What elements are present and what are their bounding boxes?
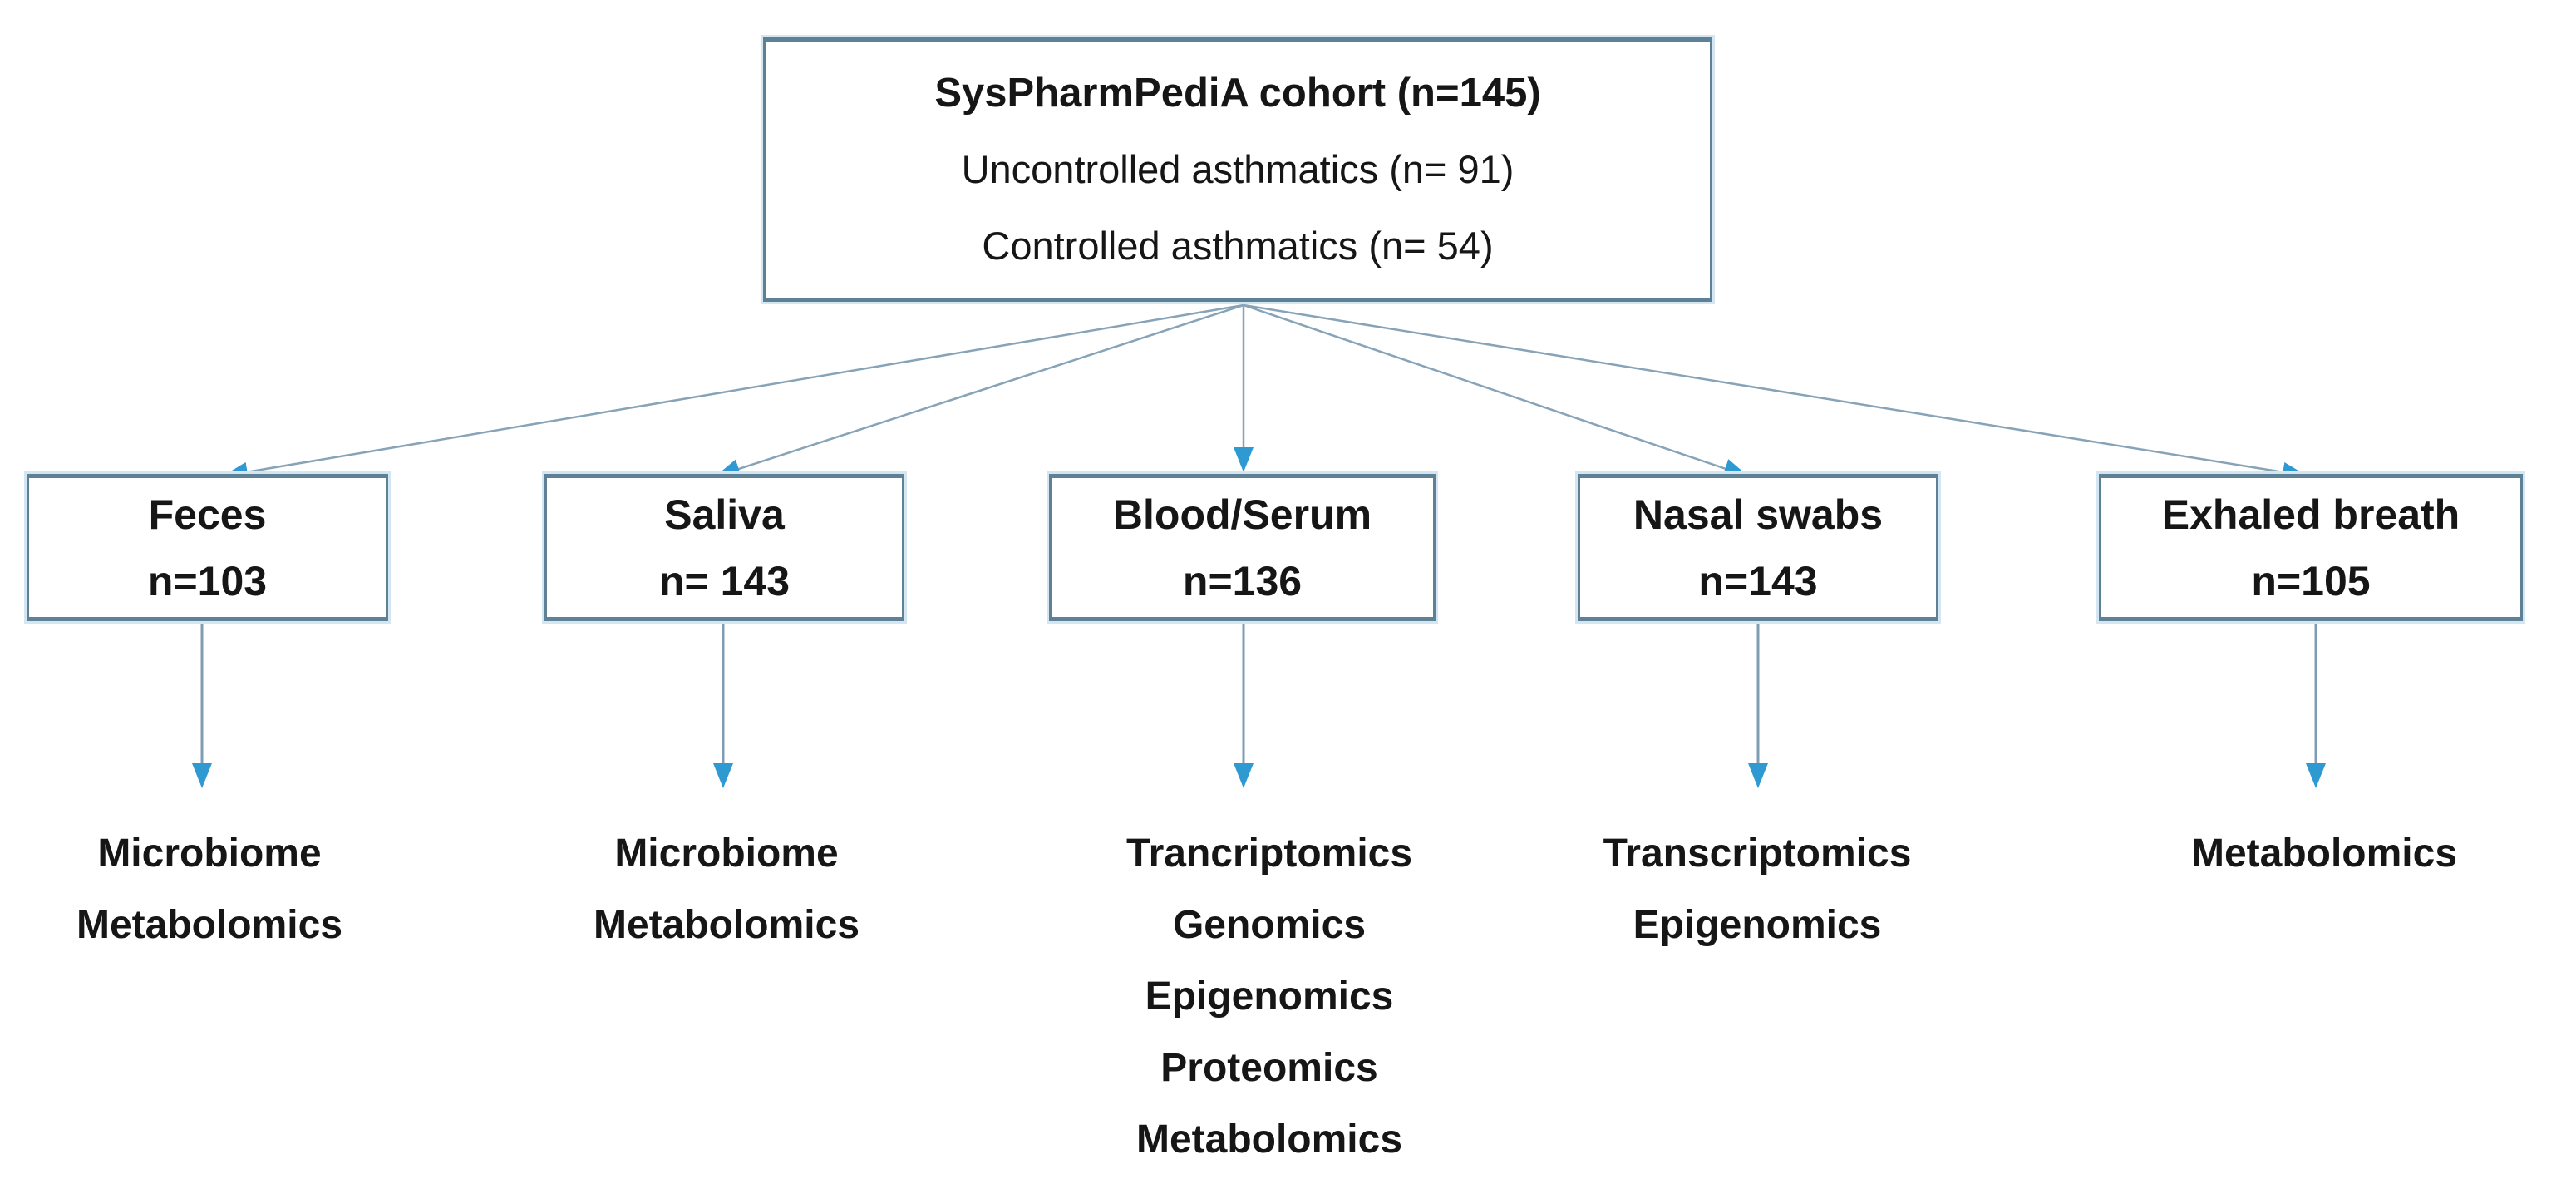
cohort-title: SysPharmPediA cohort (n=145) — [934, 71, 1541, 116]
assay-item: Genomics — [1172, 903, 1367, 947]
fan-arrow-saliva — [715, 303, 1244, 479]
assay-item: Epigenomics — [1145, 974, 1394, 1019]
assay-list-feces: Microbiome Metabolomics — [2, 818, 417, 961]
cohort-subtitle-2: Controlled asthmatics (n= 54) — [982, 224, 1494, 268]
sample-label: Saliva — [664, 491, 785, 538]
assay-item: Transcriptomics — [1603, 831, 1912, 876]
cohort-box: SysPharmPediA cohort (n=145) Uncontrolle… — [763, 37, 1712, 302]
sample-box-nasal-swabs: Nasal swabs n=143 — [1578, 474, 1938, 621]
assay-list-saliva: Microbiome Metabolomics — [519, 818, 934, 961]
sample-count: n=143 — [1698, 557, 1818, 604]
sample-count: n= 143 — [658, 557, 791, 604]
sample-label: Feces — [148, 491, 267, 538]
assay-item: Proteomics — [1160, 1046, 1378, 1090]
assay-item: Microbiome — [97, 831, 322, 876]
assay-item: Metabolomics — [593, 903, 860, 947]
assay-item: Metabolomics — [76, 903, 343, 947]
cohort-subtitle-1: Uncontrolled asthmatics (n= 91) — [961, 147, 1515, 191]
sample-count: n=105 — [2251, 557, 2371, 604]
assay-item: Trancriptomics — [1125, 831, 1413, 876]
assay-item: Metabolomics — [2190, 831, 2458, 876]
fan-arrow-feces — [223, 303, 1244, 482]
sample-label: Exhaled breath — [2161, 491, 2460, 538]
sample-count: n=103 — [147, 557, 268, 604]
fan-arrow-nasal — [1243, 303, 1749, 479]
sample-box-blood-serum: Blood/Serum n=136 — [1049, 474, 1436, 621]
assay-item: Epigenomics — [1633, 903, 1882, 947]
assay-list-blood-serum: Trancriptomics Genomics Epigenomics Prot… — [1061, 818, 1477, 1176]
sample-label: Nasal swabs — [1633, 491, 1884, 538]
assay-list-exhaled-breath: Metabolomics — [2116, 818, 2532, 890]
fan-arrow-exhaled — [1243, 303, 2308, 482]
sample-label: Blood/Serum — [1112, 491, 1372, 538]
sample-box-exhaled-breath: Exhaled breath n=105 — [2099, 474, 2523, 621]
sample-box-saliva: Saliva n= 143 — [544, 474, 904, 621]
assay-item: Microbiome — [614, 831, 839, 876]
sample-box-feces: Feces n=103 — [27, 474, 388, 621]
assay-item: Metabolomics — [1135, 1117, 1403, 1162]
sample-count: n=136 — [1182, 557, 1303, 604]
assay-list-nasal-swabs: Transcriptomics Epigenomics — [1549, 818, 1965, 961]
